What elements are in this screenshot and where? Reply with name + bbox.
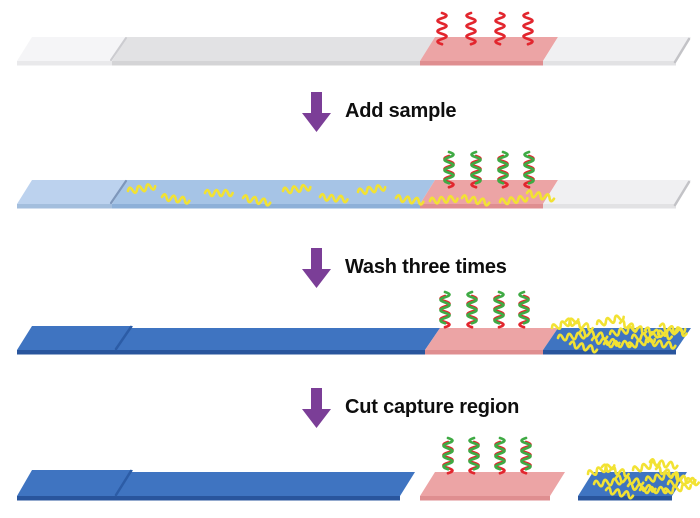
sample-pad xyxy=(17,180,127,204)
hybridized-duplex-icon xyxy=(439,290,451,329)
membrane-edge xyxy=(112,204,420,209)
hybridized-duplex-icon xyxy=(497,150,509,189)
capture-region-edge xyxy=(420,496,550,501)
capture-region xyxy=(425,328,558,350)
pad-divider-line xyxy=(110,37,127,61)
step-label-wash-three-times: Wash three times xyxy=(345,256,507,278)
hybridized-probes xyxy=(442,436,532,475)
hybridized-duplex-icon xyxy=(468,436,480,475)
target-molecule-icon xyxy=(594,312,626,329)
membrane xyxy=(112,37,435,61)
capture-region-edge xyxy=(425,350,543,355)
target-molecule-icon xyxy=(203,188,234,198)
sample-pad-edge xyxy=(17,204,112,209)
pad-divider-line xyxy=(114,325,133,351)
hybridized-duplex-icon xyxy=(470,150,482,189)
sample-pad-edge xyxy=(17,496,118,501)
wick-piece-edge xyxy=(578,496,672,501)
hybridized-duplex-icon xyxy=(493,290,505,329)
strip-step-2-sample-added xyxy=(17,150,691,209)
hybridized-duplex-icon xyxy=(442,436,454,475)
membrane-edge xyxy=(112,496,400,501)
membrane-edge xyxy=(112,61,420,66)
hybridized-probes xyxy=(439,290,530,329)
sample-pad-edge xyxy=(17,350,118,355)
hybridized-duplex-icon xyxy=(523,150,535,189)
sample-pad xyxy=(17,470,133,496)
hybridized-duplex-icon xyxy=(520,436,532,475)
down-arrow-icon xyxy=(302,248,331,288)
wick-pad xyxy=(543,180,691,204)
strip-tip-line xyxy=(673,37,691,64)
sample-pad xyxy=(17,37,127,61)
sample-pad xyxy=(17,326,133,350)
down-arrow-icon xyxy=(302,388,331,428)
wick-pad-edge xyxy=(543,61,676,66)
wick-pad xyxy=(543,37,691,61)
step-label-cut-capture-region: Cut capture region xyxy=(345,396,520,418)
cut-capture-region xyxy=(420,472,565,496)
down-arrow-icon xyxy=(302,92,331,132)
wick-pad-edge xyxy=(543,204,676,209)
hybridized-duplex-icon xyxy=(443,150,455,189)
membrane xyxy=(112,180,435,204)
hybridized-duplex-icon xyxy=(518,290,530,329)
hybridized-duplex-icon xyxy=(466,290,478,329)
capture-region-edge xyxy=(420,204,543,209)
wick-pad-edge xyxy=(543,350,676,355)
capture-region-edge xyxy=(420,61,543,66)
membrane xyxy=(112,472,415,496)
membrane xyxy=(108,328,440,350)
pad-divider-line xyxy=(114,469,133,497)
target-molecule-icon xyxy=(648,457,680,471)
strip-tip-line xyxy=(673,180,691,207)
membrane-edge xyxy=(108,350,425,355)
sample-pad-edge xyxy=(17,61,112,66)
pad-divider-line xyxy=(109,179,128,205)
strip-step-3-washed xyxy=(17,290,691,355)
hybridized-duplex-icon xyxy=(494,436,506,475)
strip-step-4-cut xyxy=(17,436,700,501)
strip-step-1-initial xyxy=(17,11,691,66)
capture-region xyxy=(420,37,558,61)
step-label-add-sample: Add sample xyxy=(345,100,457,122)
